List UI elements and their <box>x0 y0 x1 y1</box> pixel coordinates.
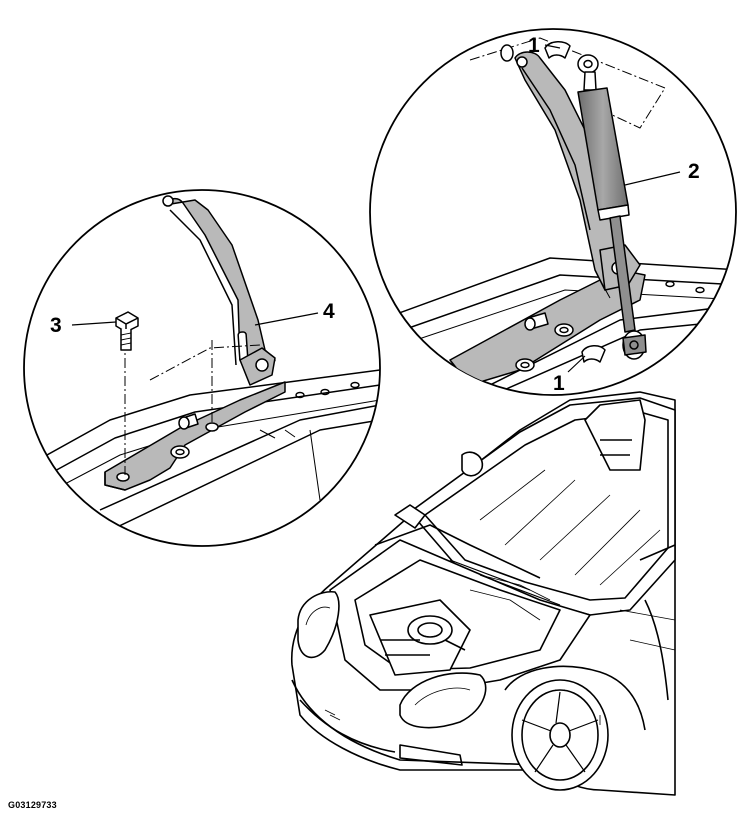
leader-lines-right <box>544 44 681 373</box>
callout-1-upper: 1 <box>528 34 540 57</box>
right-detail-content <box>379 37 736 395</box>
callout-2: 2 <box>688 160 700 183</box>
callout-3: 3 <box>50 314 62 337</box>
figure-id: G03129733 <box>8 800 57 810</box>
car-illustration <box>290 391 676 796</box>
callout-4: 4 <box>323 300 335 323</box>
leader-lines-left <box>71 312 319 326</box>
right-detail-circle <box>369 28 737 396</box>
left-detail-circle <box>23 189 381 547</box>
left-detail-content <box>24 195 380 541</box>
callout-1-lower: 1 <box>553 372 565 395</box>
